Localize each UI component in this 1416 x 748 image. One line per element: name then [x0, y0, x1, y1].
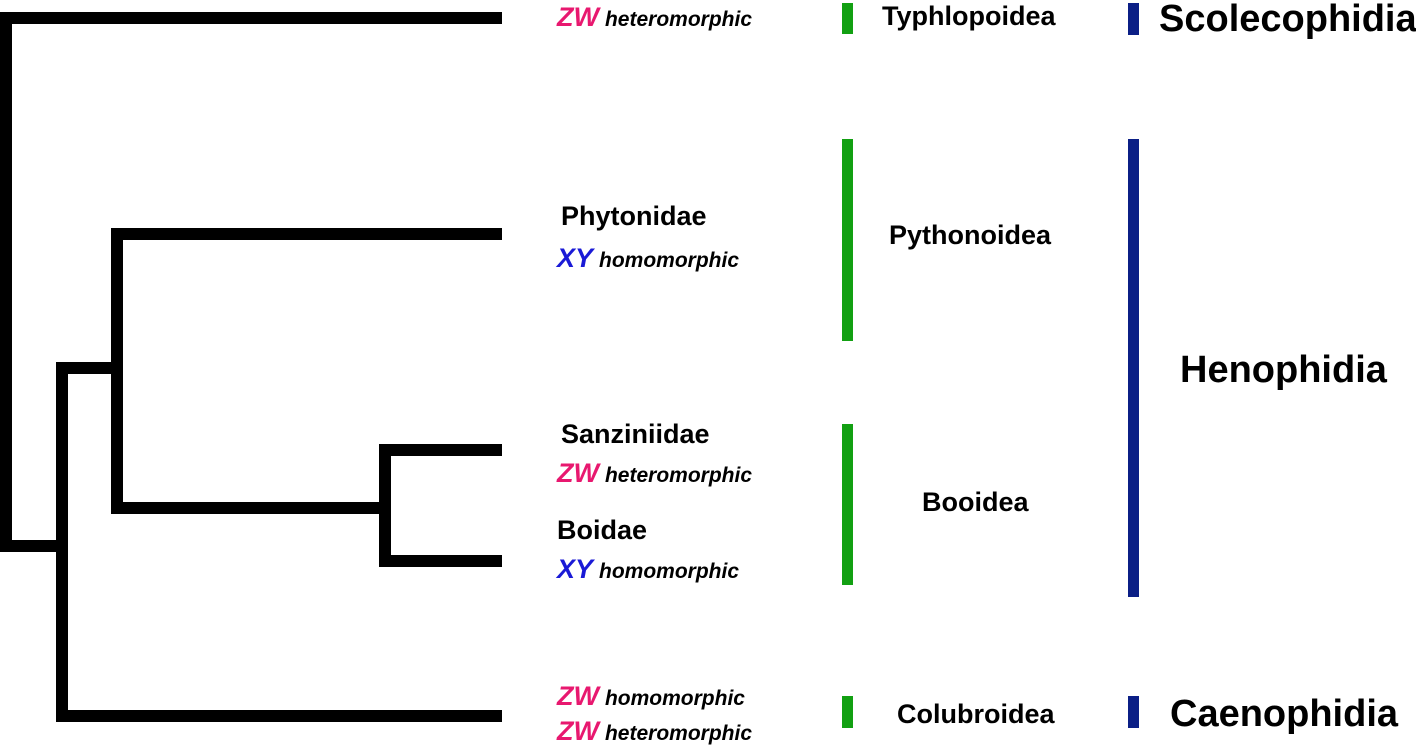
chromosome-morphology: homomorphic — [604, 687, 745, 710]
superfamily-label-pythonoidea: Pythonoidea — [889, 220, 1052, 250]
suborder-label-henophidia: Henophidia — [1180, 349, 1387, 391]
chromosome-system: ZW — [557, 2, 599, 32]
branch-root — [0, 12, 68, 552]
superfamily-bar-booidea — [842, 424, 853, 585]
suborder-bar-henophidia — [1128, 139, 1139, 597]
chromosome-morphology: homomorphic — [599, 560, 740, 583]
chromosome-system: ZW — [557, 716, 599, 746]
suborder-bar-scolecophidia — [1128, 3, 1139, 35]
chromosome-system: ZW — [557, 681, 599, 711]
chromosome-morphology: heteromorphic — [604, 8, 753, 31]
superfamily-bar-colubroidea — [842, 696, 853, 728]
suborder-label-caenophidia: Caenophidia — [1170, 693, 1399, 735]
superfamily-bar-typhlopoidea — [842, 3, 853, 34]
suborder-bar-caenophidia — [1128, 696, 1139, 728]
chromosome-morphology: heteromorphic — [604, 722, 753, 745]
family-name-boidae: Boidae — [557, 515, 648, 545]
chromosome-system: XY — [557, 243, 594, 273]
family-name-pythonidae: Phytonidae — [561, 201, 707, 231]
superfamily-label-typhlopoidea: Typhlopoidea — [882, 1, 1056, 31]
branch-henophidia — [111, 228, 391, 514]
superfamily-bar-pythonoidea — [842, 139, 853, 341]
chromosome-morphology: heteromorphic — [604, 464, 753, 487]
branch-alethinophidia — [56, 362, 123, 722]
chromosome-system: XY — [557, 554, 594, 584]
branch-booidea — [379, 444, 502, 567]
chromosome-morphology: homomorphic — [599, 249, 740, 272]
suborder-label-scolecophidia: Scolecophidia — [1159, 0, 1416, 40]
superfamily-label-colubroidea: Colubroidea — [897, 699, 1055, 729]
superfamily-label-booidea: Booidea — [922, 487, 1029, 517]
chromosome-system: ZW — [557, 458, 599, 488]
family-name-sanziniidae: Sanziniidae — [561, 419, 710, 449]
